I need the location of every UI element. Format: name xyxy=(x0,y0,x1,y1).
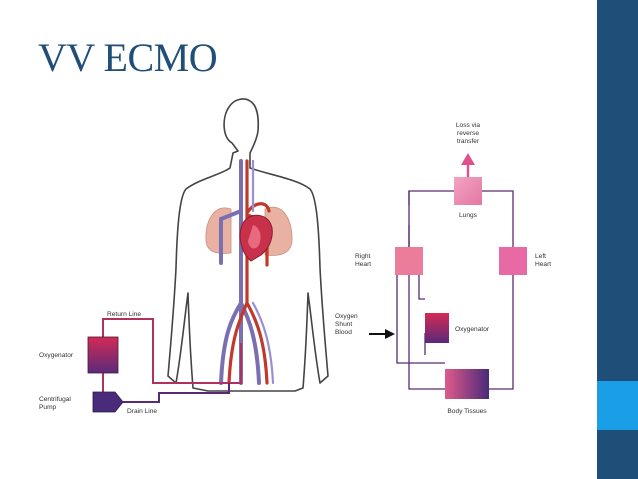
lungs-node xyxy=(454,177,482,205)
oxygenator-device xyxy=(87,336,119,374)
loss-label-1: Loss via xyxy=(456,122,481,129)
oxygenator-node xyxy=(425,313,449,343)
venous-vessel xyxy=(219,159,261,385)
body-illustration xyxy=(167,98,329,392)
loss-label-3: transfer xyxy=(457,138,480,145)
left-heart-label-1: Left xyxy=(535,253,546,260)
oxygenator-label-right: Oxygenator xyxy=(455,326,490,333)
left-heart-label-2: Heart xyxy=(535,261,551,268)
sidebar-accent xyxy=(597,381,638,430)
heart-chamber xyxy=(248,225,261,249)
body-tissues-label: Body Tissues xyxy=(447,408,487,415)
shunt-label-2: Shunt xyxy=(335,321,352,328)
return-line xyxy=(102,318,242,384)
arterial-vessel xyxy=(227,159,271,385)
oxygenator-label-left: Oxygenator xyxy=(39,352,74,359)
loss-arrow-head xyxy=(461,153,475,165)
ecmo-figure: Return Line Oxygenator Centrifugal Pump … xyxy=(35,93,565,443)
loss-label-2: reverse xyxy=(457,130,479,137)
venous-vessel-right xyxy=(251,159,275,385)
flow-diagram: Loss via reverse transfer Lungs Right He… xyxy=(335,122,551,415)
shunt-arrow-head xyxy=(385,329,395,339)
circulation-loop xyxy=(408,190,514,390)
left-lung xyxy=(264,206,293,256)
slide-title: VV ECMO xyxy=(38,35,218,80)
pump-label: Pump xyxy=(39,404,57,411)
return-line-label: Return Line xyxy=(107,311,141,318)
right-heart-label-2: Heart xyxy=(355,261,371,268)
body-tissues-node xyxy=(445,369,489,399)
shunt-label-3: Blood xyxy=(335,329,352,336)
centrifugal-label: Centrifugal xyxy=(39,396,71,403)
lungs-label: Lungs xyxy=(459,212,478,219)
right-heart-label-1: Right xyxy=(355,253,371,260)
ecmo-circuit: Return Line Oxygenator Centrifugal Pump … xyxy=(39,311,242,415)
left-heart-node xyxy=(499,247,527,275)
drain-line xyxy=(123,383,230,403)
centrifugal-pump-device xyxy=(92,391,124,413)
right-heart-node xyxy=(395,247,423,275)
drain-line-label: Drain Line xyxy=(127,408,157,415)
shunt-label-1: Oxygen xyxy=(335,313,358,320)
